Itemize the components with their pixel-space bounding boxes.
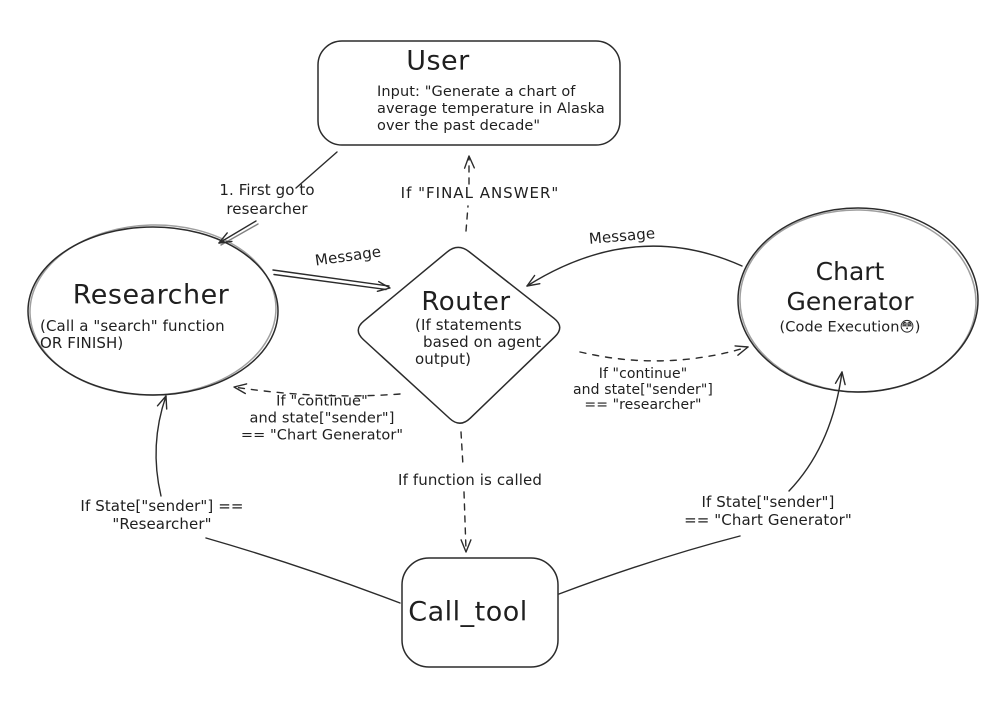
label-line: == "Chart Generator"	[684, 511, 852, 529]
user-body-line: Input: "Generate a chart of	[377, 84, 576, 100]
router-node-title: Router	[421, 287, 511, 317]
researcher-node-body: (Call a "search" function OR FINISH)	[40, 318, 225, 352]
researcher-ellipse-shape	[27, 226, 279, 396]
label-line: If "continue"	[598, 365, 688, 382]
label-line: and state["sender"]	[249, 410, 395, 427]
label-line: == "researcher"	[584, 396, 702, 413]
router-body-line: (If statements	[415, 316, 522, 334]
label-line: 1. First go to	[219, 181, 315, 199]
user-node-body: Input: "Generate a chart of average temp…	[377, 84, 605, 135]
researcher-ellipse-echo	[29, 224, 277, 396]
arrow-researcher-to-router	[272, 269, 391, 292]
arrowhead-to-user-bottom	[463, 155, 475, 169]
label-line: and state["sender"]	[573, 381, 713, 398]
arrow-user-to-researcher	[218, 151, 338, 246]
label-line: If State["sender"] ==	[80, 497, 244, 515]
arrowhead-to-router-right	[526, 274, 541, 287]
label-continue-sender-chart-generator: If "continue" and state["sender"] == "Ch…	[241, 394, 403, 445]
label-state-sender-chart-generator: If State["sender"] == "Chart Generator"	[684, 493, 852, 529]
arrowhead-to-router-left	[376, 280, 391, 292]
arrow-router-to-chart-generator	[579, 345, 749, 362]
researcher-body-line: (Call a "search" function	[40, 317, 225, 335]
label-line: "Researcher"	[112, 515, 212, 533]
router-node-body: (If statements based on agent output)	[415, 317, 541, 368]
call-tool-box-shape	[401, 557, 559, 668]
label-continue-sender-researcher: If "continue" and state["sender"] == "re…	[573, 365, 713, 414]
router-body-line: based on agent	[423, 333, 542, 351]
arrowhead-to-researcher-bottom	[156, 395, 168, 410]
label-if-function-is-called: If function is called	[398, 471, 542, 489]
chart-generator-node-subtitle: (Code Execution😳)	[779, 319, 921, 336]
user-body-line: average temperature in Alaska	[377, 101, 605, 117]
arrow-call-tool-to-researcher	[155, 395, 401, 604]
arrowhead-to-chart-generator-bottom	[834, 371, 846, 386]
chart-generator-node-title: Chart Generator	[787, 257, 914, 317]
user-node-title: User	[406, 45, 470, 77]
router-diamond-shape	[357, 246, 561, 424]
chart-generator-ellipse-echo	[739, 209, 977, 393]
chart-generator-title-line: Chart	[815, 257, 885, 286]
arrowhead-to-call-tool-top	[460, 539, 472, 553]
router-body-line: output)	[415, 350, 472, 368]
label-state-sender-researcher: If State["sender"] == "Researcher"	[80, 497, 243, 533]
chart-generator-ellipse-shape	[737, 207, 979, 393]
arrow-router-to-call-tool	[460, 431, 472, 553]
arrowhead-to-chart-generator-left	[734, 345, 749, 356]
arrowhead-to-researcher-top	[218, 232, 233, 244]
arrow-chart-generator-to-router	[526, 245, 743, 287]
arrow-call-tool-to-chart-generator	[558, 371, 846, 595]
call-tool-node-title: Call_tool	[408, 596, 528, 628]
chart-generator-title-line: Generator	[786, 287, 914, 316]
researcher-body-line: OR FINISH)	[40, 334, 124, 352]
label-if-final-answer: If "FINAL ANSWER"	[400, 184, 560, 202]
user-box-shape	[317, 40, 621, 146]
arrow-router-to-researcher	[233, 383, 401, 397]
label-line: If State["sender"]	[701, 493, 835, 511]
user-body-line: over the past decade"	[377, 118, 541, 134]
label-line: == "Chart Generator"	[240, 427, 404, 444]
label-line: If "continue"	[276, 393, 368, 410]
arrow-router-to-user	[463, 155, 475, 232]
researcher-node-title: Researcher	[72, 279, 230, 311]
arrowhead-to-researcher-right	[233, 383, 248, 395]
label-first-go-to-researcher: 1. First go to researcher	[219, 181, 314, 219]
label-line: researcher	[226, 200, 308, 218]
